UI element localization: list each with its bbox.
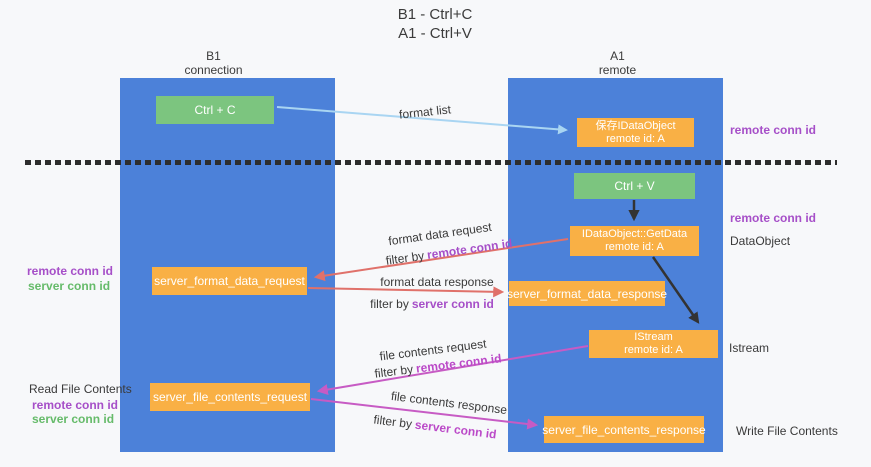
ctrl-v-box: Ctrl + V: [574, 173, 695, 199]
filter-by-text: filter by: [384, 248, 426, 268]
label-filter-by-server-conn-id-bottom: filter byserver conn id: [373, 413, 498, 442]
server-file-contents-response-box: server_file_contents_response: [542, 416, 706, 443]
column-a1-role: remote: [598, 63, 637, 77]
label-format-list: format list: [398, 102, 452, 122]
label-server-conn-id-left-top: server conn id: [28, 279, 111, 293]
server-format-data-response-label: server_format_data_response: [506, 286, 668, 301]
save-idataobject-box: 保存IDataObject remote id: A: [577, 118, 694, 147]
server-file-contents-request-label: server_file_contents_request: [152, 390, 308, 404]
server-file-contents-response-label: server_file_contents_response: [542, 422, 706, 437]
label-read-file-contents: Read File Contents: [29, 382, 132, 396]
istream-box: IStream remote id: A: [589, 330, 718, 358]
label-remote-conn-id-left-bottom: remote conn id: [32, 398, 119, 412]
label-write-file-contents: Write File Contents: [736, 424, 838, 438]
column-b1-name: B1: [206, 49, 221, 63]
ctrl-c-label: Ctrl + C: [194, 103, 236, 117]
server-conn-id-text: server conn id: [414, 417, 498, 442]
column-header-b1: B1 connection: [106, 49, 321, 77]
label-remote-conn-id-right-mid: remote conn id: [730, 211, 817, 225]
label-remote-conn-id-left-top: remote conn id: [27, 264, 114, 278]
server-format-data-request-label: server_format_data_request: [154, 274, 305, 288]
filter-by-text: filter by: [373, 362, 414, 381]
label-istream: Istream: [729, 341, 770, 355]
save-idataobject-line2: remote id: A: [606, 132, 665, 145]
filter-by-text: filter by: [370, 297, 409, 311]
column-b1-role: connection: [184, 63, 243, 77]
server-format-data-response-box: server_format_data_response: [506, 281, 668, 306]
label-file-contents-response: file contents response: [390, 388, 508, 418]
title-line-1: B1 - Ctrl+C: [397, 6, 473, 23]
label-remote-conn-id-right-top: remote conn id: [730, 123, 817, 137]
label-server-conn-id-left-bottom: server conn id: [32, 412, 115, 426]
ctrl-v-label: Ctrl + V: [614, 179, 655, 193]
server-file-contents-request-box: server_file_contents_request: [150, 383, 310, 411]
diagram-title: B1 - Ctrl+C A1 - Ctrl+V: [300, 5, 570, 43]
ctrl-c-box: Ctrl + C: [156, 96, 274, 124]
label-format-data-response: format data response: [380, 275, 494, 289]
label-dataobject: DataObject: [730, 234, 791, 248]
session-divider-dashed-line: [25, 160, 837, 165]
getdata-line2: remote id: A: [605, 241, 664, 253]
getdata-line1: IDataObject::GetData: [581, 228, 688, 240]
title-line-2: A1 - Ctrl+V: [398, 25, 472, 42]
idataobject-getdata-box: IDataObject::GetData remote id: A: [570, 226, 699, 256]
column-header-a1: A1 remote: [510, 49, 725, 77]
filter-by-text: filter by: [372, 412, 413, 432]
istream-line1: IStream: [634, 331, 673, 343]
istream-line2: remote id: A: [624, 344, 683, 356]
save-idataobject-line1: 保存IDataObject: [595, 119, 676, 132]
server-format-data-request-box: server_format_data_request: [152, 267, 307, 295]
server-conn-id-text: server conn id: [411, 297, 494, 311]
column-a1-name: A1: [610, 49, 625, 63]
